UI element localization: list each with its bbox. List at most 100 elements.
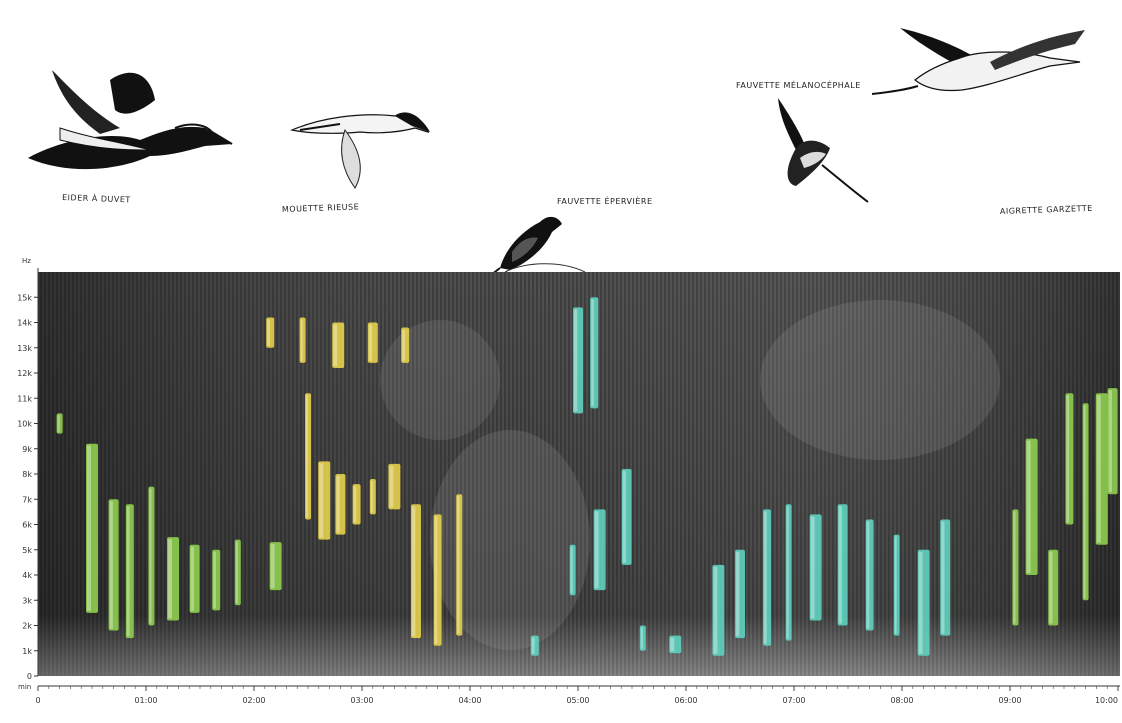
call-mark-highlight [168,539,172,619]
call-mark-highlight [434,516,438,644]
call-mark-highlight [126,506,130,637]
x-tick-label: 07:00 [782,696,805,705]
call-mark-highlight [306,395,308,518]
call-mark [1107,388,1118,495]
call-mark-highlight [1066,395,1070,523]
call-mark [569,544,576,596]
x-tick-label: 06:00 [674,696,697,705]
call-marks [56,297,1118,656]
plot-light-patch [760,300,1000,460]
call-mark-highlight [190,546,194,611]
call-mark [669,635,682,654]
call-mark [369,479,376,515]
call-mark [1082,403,1089,601]
call-mark [809,514,822,621]
call-mark-highlight [1108,390,1112,493]
y-tick-label: 8k [22,470,32,479]
call-mark [865,519,874,631]
call-mark [86,443,98,613]
call-mark [125,504,134,639]
call-mark [212,549,221,611]
bird-aigrette-drawing [871,28,1085,95]
bird-label-eider: EIDER À DUVET [62,191,131,204]
call-mark-highlight [1026,440,1031,573]
call-mark-highlight [457,496,460,634]
call-mark [108,499,119,631]
call-mark [401,327,410,363]
call-mark-highlight [574,309,578,412]
call-mark-highlight [149,488,152,624]
call-mark [456,494,463,636]
call-mark-highlight [594,511,599,589]
call-mark-highlight [570,546,573,594]
call-mark [318,461,331,540]
x-tick-label: 05:00 [566,696,589,705]
call-mark [1065,393,1074,525]
plot-light-patch [430,430,590,650]
x-tick-label: 08:00 [890,696,913,705]
bird-label-epervier: FAUVETTE ÉPERVIÈRE [557,195,653,206]
call-mark [837,504,848,626]
call-mark [763,509,771,646]
call-mark [530,635,539,656]
call-mark [367,322,378,363]
call-mark-highlight [389,465,394,508]
bird-label-aigrette: AIGRETTE GARZETTE [1000,204,1093,216]
x-tick-label: 0 [35,696,40,705]
y-tick-label: 7k [22,495,32,504]
call-mark [148,486,155,626]
call-mark [593,509,606,591]
call-mark [917,549,930,656]
call-mark [893,534,900,636]
call-mark-highlight [838,506,842,624]
call-mark-highlight [640,627,643,649]
call-mark [332,322,345,368]
y-tick-label: 10k [17,420,32,429]
y-tick-label: 9k [22,445,32,454]
call-mark [1048,549,1059,626]
call-mark-highlight [57,415,60,432]
y-tick-label: 12k [17,369,32,378]
call-mark-highlight [1049,551,1053,624]
x-unit-label: min [18,683,31,691]
call-mark-highlight [267,319,270,346]
x-tick-label: 02:00 [242,696,265,705]
call-mark-highlight [1013,511,1016,624]
call-mark-highlight [786,506,789,639]
call-mark [621,468,632,565]
call-mark [639,625,646,651]
call-mark-highlight [319,463,324,538]
call-mark-highlight [270,544,275,589]
call-mark [335,474,346,535]
call-mark [266,317,275,348]
call-mark-highlight [333,324,338,366]
call-mark [735,549,745,639]
call-mark-highlight [918,551,923,654]
call-mark [269,542,282,591]
x-tick-label: 10:00 [1095,696,1118,705]
y-tick-label: 5k [22,546,32,555]
x-tick-label: 09:00 [998,696,1021,705]
call-mark [411,504,421,639]
call-mark-highlight [368,324,373,361]
y-tick-label: 2k [22,622,32,631]
call-mark-highlight [412,506,416,637]
call-mark [1025,438,1038,575]
bird-mouette-drawing [290,112,430,189]
call-mark-highlight [764,511,767,644]
call-mark [299,317,306,363]
call-mark [590,297,599,409]
call-mark-highlight [531,637,535,654]
call-mark [167,537,179,621]
call-mark-highlight [866,521,870,629]
call-mark-highlight [353,486,357,523]
y-tick-label: 11k [17,394,32,403]
call-mark [189,544,200,613]
call-mark-highlight [213,551,216,609]
call-mark [305,393,311,520]
x-tick-label: 01:00 [134,696,157,705]
y-tick-label: 4k [22,571,32,580]
plot-light-patch [380,320,500,440]
